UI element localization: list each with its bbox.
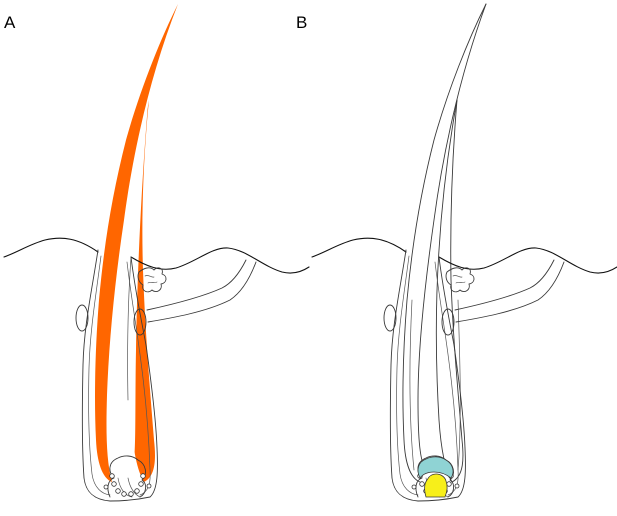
panel-label-b: B [296,13,307,32]
panel-a: A [3,4,310,502]
follicle-outline-a [3,237,310,502]
panel-label-a: A [4,13,16,32]
matrix-region [417,456,454,479]
follicle-outline-b [311,237,617,502]
hair-shaft-outline [402,3,487,483]
hair-bulb-colored [417,456,454,498]
dermal-papilla-region [424,473,448,498]
panel-b: B [296,3,617,502]
hair-shaft-highlight [95,4,178,482]
